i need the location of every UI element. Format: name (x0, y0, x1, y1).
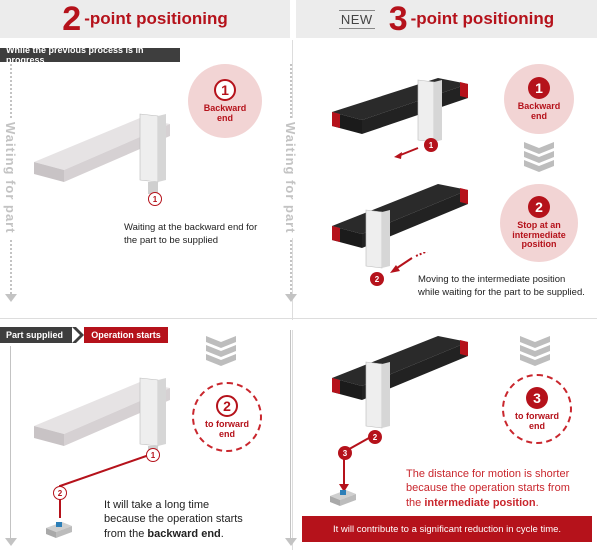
moving-caption-line-2: while waiting for the part to be supplie… (418, 286, 585, 298)
shorter-line-1: The distance for motion is shorter (406, 468, 570, 480)
arrow-intermediate-icon (390, 252, 428, 273)
long-time-line-2: because the operation starts (104, 513, 243, 526)
shorter-line-3-pre: the (406, 496, 425, 509)
column-divider-bottom (292, 330, 293, 550)
timeline-bottom-arrowhead-right (285, 538, 297, 546)
shorter-line-3-bold: intermediate position (424, 496, 536, 509)
long-time-line-3: from the backward end. (104, 527, 284, 541)
header-two-point: 2 -point positioning (0, 0, 290, 38)
forward-end-right-label-2: end (528, 420, 545, 431)
forward-end-number-right: 3 (526, 386, 548, 409)
long-time-text: It will take a long time because the ope… (104, 498, 284, 541)
waiting-caption-line-1: Waiting at the backward end for (124, 222, 258, 233)
header-two-point-number: 2 (62, 0, 82, 38)
backward-end-number-right: 1 (528, 76, 550, 99)
moving-caption: Moving to the intermediate position whil… (418, 274, 596, 300)
forward-end-left-label-1: to forward (205, 418, 249, 429)
intermediate-number: 2 (528, 195, 550, 218)
forward-end-circle-left: 2 to forward end (192, 382, 262, 452)
actuator-left-top (34, 113, 170, 194)
chevron-right-icon (72, 327, 84, 343)
intermediate-circle: 2 Stop at an intermediate position (500, 184, 578, 262)
forward-end-circle-right: 3 to forward end (502, 374, 572, 444)
backward-end-right-label-2: end (530, 110, 547, 121)
chevron-down-icon-right (520, 336, 550, 366)
intermediate-label-1: Stop at an (517, 219, 561, 230)
workpiece-icon (46, 522, 72, 538)
backward-end-number: 1 (214, 78, 236, 101)
timeline-arrowhead-right (285, 294, 297, 302)
long-time-line-3-pre: from the (104, 527, 148, 540)
header-three-point-number: 3 (388, 0, 408, 38)
waiting-caption-left: Waiting at the backward end for the part… (124, 222, 284, 248)
backward-end-label-1: Backward (203, 102, 247, 113)
step-marker-3-bottom-right: 3 (338, 446, 352, 460)
actuator-right-top-2 (332, 184, 468, 269)
backward-end-circle-left: 1 Backward end (188, 64, 262, 138)
header-three-point: NEW 3 -point positioning (296, 0, 597, 38)
timeline-solid-right (290, 330, 291, 540)
shorter-line-2: because the operation starts from (406, 482, 570, 495)
step-marker-2-bottom-right: 2 (368, 430, 382, 444)
header-two-point-title: -point positioning (84, 9, 228, 28)
arrow-backward-icon (394, 147, 419, 159)
backward-end-label-2: end (216, 112, 233, 123)
step-marker-1-bottom: 1 (146, 448, 160, 462)
timeline-solid-left (10, 346, 11, 540)
header-three-point-title: -point positioning (410, 9, 555, 28)
new-tag: NEW (338, 9, 375, 29)
waiting-label-right: Waiting for part (283, 118, 298, 238)
chevron-down-icon (524, 142, 554, 172)
backward-end-right-label-1: Backward (517, 100, 561, 111)
actuator-right-bottom (332, 336, 468, 429)
intermediate-label-3: position (521, 239, 557, 250)
shorter-line-3: the intermediate position. (406, 496, 594, 510)
actuator-right-top-1 (332, 78, 468, 143)
workpiece-icon-right (330, 490, 356, 506)
backward-end-circle-right: 1 Backward end (504, 64, 574, 134)
forward-end-number-left: 2 (216, 394, 238, 417)
step-marker-1-right: 1 (424, 138, 438, 152)
moving-caption-line-1: Moving to the intermediate position (418, 274, 566, 285)
operation-starts-bar: Operation starts (84, 327, 168, 343)
previous-process-bar: While the previous process is in progres… (0, 45, 180, 65)
step-marker-2-bottom: 2 (53, 486, 67, 500)
shorter-line-3-post: . (535, 496, 539, 509)
part-supplied-bar: Part supplied (0, 327, 72, 343)
shorter-distance-text: The distance for motion is shorter becau… (406, 467, 594, 510)
waiting-label-left: Waiting for part (3, 118, 18, 238)
timeline-bottom-arrowhead-left (5, 538, 17, 546)
step-marker-2-right: 2 (370, 272, 384, 286)
intermediate-label-2: intermediate (512, 229, 566, 240)
long-time-line-3-post: . (220, 527, 224, 540)
cycle-time-banner: It will contribute to a significant redu… (302, 516, 592, 542)
forward-end-right-label-1: to forward (515, 410, 559, 421)
chevron-down-icon-left (206, 336, 236, 366)
forward-end-left-label-2: end (218, 428, 235, 439)
row-divider (0, 318, 597, 319)
long-time-line-1: It will take a long time (104, 499, 210, 511)
waiting-caption-line-2: the part to be supplied (124, 234, 219, 246)
long-time-line-3-bold: backward end (147, 527, 221, 540)
step-marker-1: 1 (148, 192, 162, 206)
timeline-arrowhead-left (5, 294, 17, 302)
